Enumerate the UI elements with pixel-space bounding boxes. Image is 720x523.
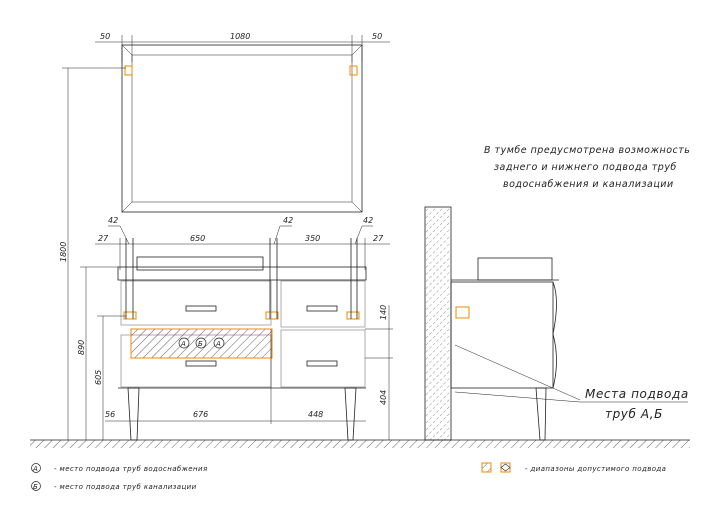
dim-27-left: 27	[98, 234, 109, 243]
floor	[30, 439, 690, 448]
vanity-dimensions: 27 650 350 27 42 42 42 1800 890 605 140 …	[59, 67, 393, 440]
side-label-line1: Места подвода	[585, 387, 689, 401]
svg-text:Б: Б	[198, 340, 203, 348]
dim-404: 404	[379, 390, 388, 405]
dim-42-3: 42	[363, 216, 373, 225]
dim-676: 676	[193, 410, 208, 419]
legend-a-text: - место подвода труб водоснабжения	[54, 465, 208, 473]
legend: А - место подвода труб водоснабжения Б -…	[31, 462, 666, 491]
legend-b-text: - место подвода труб канализации	[54, 483, 197, 491]
marker-a2: А	[213, 337, 225, 349]
dim-50-right: 50	[372, 32, 382, 41]
legend-a-symbol: А	[32, 465, 38, 473]
dim-890: 890	[77, 340, 86, 355]
dim-56: 56	[105, 410, 115, 419]
vanity-front: А Б А	[117, 238, 367, 441]
dim-140: 140	[379, 305, 388, 320]
dim-1800: 1800	[59, 242, 68, 262]
note: В тумбе предусмотрена возможность заднег…	[484, 145, 690, 190]
vanity-side-view: Места подвода труб А,Б	[424, 206, 689, 441]
hatch-range-icon	[481, 462, 492, 473]
dim-650: 650	[190, 234, 205, 243]
mirror-dimensions: 50 1080 50	[95, 32, 390, 62]
dim-350: 350	[305, 234, 320, 243]
wall	[424, 206, 452, 441]
dim-27-right: 27	[373, 234, 384, 243]
legend-b-symbol: Б	[33, 483, 38, 491]
svg-text:А: А	[215, 340, 221, 348]
dim-605: 605	[94, 370, 103, 385]
note-line-3: водоснабжения и канализации	[503, 179, 674, 190]
side-label-line2: труб А,Б	[605, 407, 663, 421]
dim-50-left: 50	[100, 32, 110, 41]
dim-42-1: 42	[108, 216, 118, 225]
note-line-2: заднего и нижнего подвода труб	[494, 162, 677, 173]
dim-448: 448	[308, 410, 323, 419]
svg-text:А: А	[180, 340, 186, 348]
note-line-1: В тумбе предусмотрена возможность	[484, 145, 690, 156]
marker-b: Б	[195, 337, 207, 349]
dim-1080: 1080	[230, 32, 250, 41]
marker-a1: А	[178, 337, 190, 349]
mirror	[121, 44, 363, 213]
legend-range-text: - диапазоны допустимого подвода	[525, 465, 666, 473]
dim-42-2: 42	[283, 216, 293, 225]
